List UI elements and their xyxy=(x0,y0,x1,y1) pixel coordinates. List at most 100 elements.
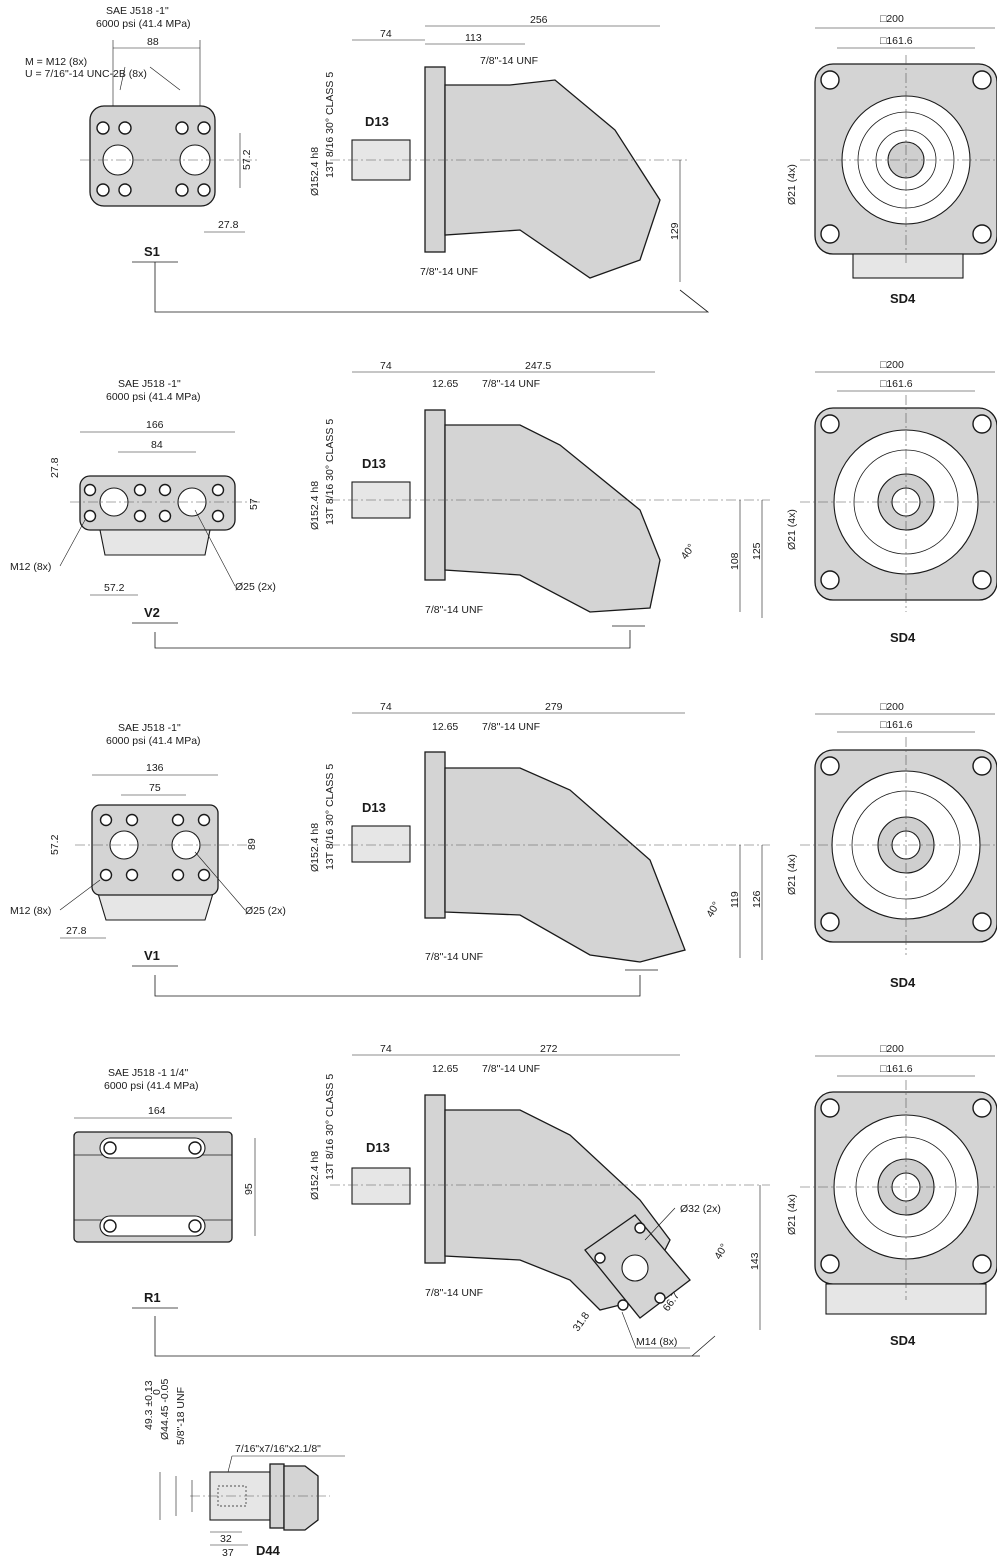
port-flange-v1 xyxy=(91,804,219,896)
thread-note-u: U = 7/16"-14 UNC-2B (8x) xyxy=(25,68,147,80)
mount-flange-v1 xyxy=(424,751,446,919)
spline-note: 13T 8/16 30° CLASS 5 xyxy=(324,764,336,870)
port-view-s1: SAE J518 -1" 6000 psi (41.4 MPa) 88 M = … xyxy=(25,5,260,263)
flange-outer: □200 xyxy=(880,13,904,25)
unf-bottom: 7/8"-14 UNF xyxy=(425,951,483,963)
dim-port-height: 57 xyxy=(248,498,260,510)
shaft-label-d13: D13 xyxy=(362,800,386,815)
flange-view-v2: □200 □161.6 Ø21 (4x) SD4 xyxy=(786,359,997,645)
bolt-holes: Ø21 (4x) xyxy=(786,1194,798,1235)
shaft-v1 xyxy=(351,825,411,863)
side-view-v1: 13T 8/16 30° CLASS 5 Ø152.4 h8 D13 74 27… xyxy=(154,701,770,997)
dim-offset: 12.65 xyxy=(432,378,458,390)
dim-31-8: 31.8 xyxy=(571,1310,593,1334)
variant-label-v1: V1 xyxy=(144,948,160,963)
flange-inner: □161.6 xyxy=(880,35,913,47)
flange-outer: □200 xyxy=(880,359,904,371)
mount-flange-r1 xyxy=(424,1094,446,1264)
dim-port-inner: 75 xyxy=(149,782,161,794)
shaft-label-d13: D13 xyxy=(366,1140,390,1155)
port-spec-line2: 6000 psi (41.4 MPa) xyxy=(106,391,201,403)
side-view-v2: 13T 8/16 30° CLASS 5 Ø152.4 h8 D13 74 24… xyxy=(154,360,770,649)
dim-129: 129 xyxy=(669,222,681,240)
m14-note: M14 (8x) xyxy=(636,1336,677,1348)
dim-port-height: 89 xyxy=(246,838,258,850)
unf-top: 7/8"-14 UNF xyxy=(482,378,540,390)
dim-74: 74 xyxy=(380,360,392,372)
dim-total-length: 256 xyxy=(530,14,548,26)
port-view-v1: SAE J518 -1" 6000 psi (41.4 MPa) 136 75 … xyxy=(10,722,286,967)
flange-label: SD4 xyxy=(890,291,916,306)
thread-note-m: M = M12 (8x) xyxy=(25,56,87,68)
m12-note: M12 (8x) xyxy=(10,905,51,917)
port-hole: Ø32 (2x) xyxy=(680,1203,721,1215)
dim-port-width: 166 xyxy=(146,419,164,431)
unf-top: 7/8"-14 UNF xyxy=(482,1063,540,1075)
thread-note: 5/8"-18 UNF xyxy=(175,1387,187,1445)
dim-port-left: 27.8 xyxy=(49,457,61,478)
dim-total-length: 247.5 xyxy=(525,360,551,372)
bolt-holes: Ø21 (4x) xyxy=(786,509,798,550)
row-r1: SAE J518 -1 1/4" 6000 psi (41.4 MPa) 164… xyxy=(73,1043,997,1357)
len-37: 37 xyxy=(222,1547,234,1559)
angle: 40° xyxy=(712,1242,730,1262)
dim-74: 74 xyxy=(380,1043,392,1055)
dim-126: 126 xyxy=(751,890,763,908)
dim-113: 113 xyxy=(465,32,482,44)
shaft-r1 xyxy=(351,1167,411,1205)
shaft-label-d13: D13 xyxy=(365,114,389,129)
unf-bottom: 7/8"-14 UNF xyxy=(420,266,478,278)
variant-label-r1: R1 xyxy=(144,1290,161,1305)
row-s1: SAE J518 -1" 6000 psi (41.4 MPa) 88 M = … xyxy=(25,5,997,313)
port-spec-line2: 6000 psi (41.4 MPa) xyxy=(106,735,201,747)
row-v1: SAE J518 -1" 6000 psi (41.4 MPa) 136 75 … xyxy=(10,701,997,997)
variant-label-v2: V2 xyxy=(144,605,160,620)
flange-view-r1: □200 □161.6 Ø21 (4x) SD4 xyxy=(786,1043,997,1348)
key-note: 7/16"x7/16"x2.1/8" xyxy=(235,1443,321,1455)
flange-label: SD4 xyxy=(890,975,916,990)
bolt-holes: Ø21 (4x) xyxy=(786,164,798,205)
dim-total-length: 279 xyxy=(545,701,563,713)
flange-label: SD4 xyxy=(890,630,916,645)
pilot-diameter: Ø152.4 h8 xyxy=(309,147,321,196)
dim-port-bottom: 57.2 xyxy=(104,582,125,594)
flange-inner: □161.6 xyxy=(880,719,913,731)
side-view-s1: 13T 8/16 30° CLASS 5 Ø152.4 h8 D13 74 25… xyxy=(154,14,710,313)
flange-view-v1: □200 □161.6 Ø21 (4x) SD4 xyxy=(786,701,997,990)
dim-port-inner: 84 xyxy=(151,439,163,451)
housing-v2 xyxy=(444,424,661,613)
shaft-label-d44: D44 xyxy=(256,1543,281,1558)
dim-44-45: Ø44.45 -0.05 xyxy=(159,1379,171,1440)
port-hole: Ø25 (2x) xyxy=(235,581,276,593)
port-spec-line1: SAE J518 -1" xyxy=(118,722,181,734)
flange-outer: □200 xyxy=(880,701,904,713)
row-v2: SAE J518 -1" 6000 psi (41.4 MPa) 166 84 … xyxy=(10,359,997,649)
unf-bottom: 7/8"-14 UNF xyxy=(425,1287,483,1299)
port-spec-line1: SAE J518 -1" xyxy=(106,5,169,17)
pilot-diameter: Ø152.4 h8 xyxy=(309,823,321,872)
flange-inner: □161.6 xyxy=(880,1063,913,1075)
dim-port-left: 57.2 xyxy=(49,834,61,855)
angle: 40° xyxy=(704,900,722,920)
housing-s1 xyxy=(444,79,661,279)
dim-port-width: 88 xyxy=(147,36,159,48)
dim-108: 108 xyxy=(729,552,741,570)
housing-v1 xyxy=(444,767,686,963)
port-flange-r1 xyxy=(73,1131,233,1243)
dim-44-tol: 0 xyxy=(151,1389,163,1395)
mount-flange-v2 xyxy=(424,409,446,581)
dim-port-width: 136 xyxy=(146,762,164,774)
angle: 40° xyxy=(679,542,698,562)
flange-outer: □200 xyxy=(880,1043,904,1055)
unf-top: 7/8"-14 UNF xyxy=(480,55,538,67)
port-spec-line1: SAE J518 -1" xyxy=(118,378,181,390)
pilot-diameter: Ø152.4 h8 xyxy=(309,481,321,530)
variant-label-s1: S1 xyxy=(144,244,160,259)
len-32: 32 xyxy=(220,1533,232,1545)
unf-bottom: 7/8"-14 UNF xyxy=(425,604,483,616)
dim-119: 119 xyxy=(729,891,741,908)
dim-125: 125 xyxy=(751,542,763,560)
port-spec-line1: SAE J518 -1 1/4" xyxy=(108,1067,188,1079)
m12-note: M12 (8x) xyxy=(10,561,51,573)
